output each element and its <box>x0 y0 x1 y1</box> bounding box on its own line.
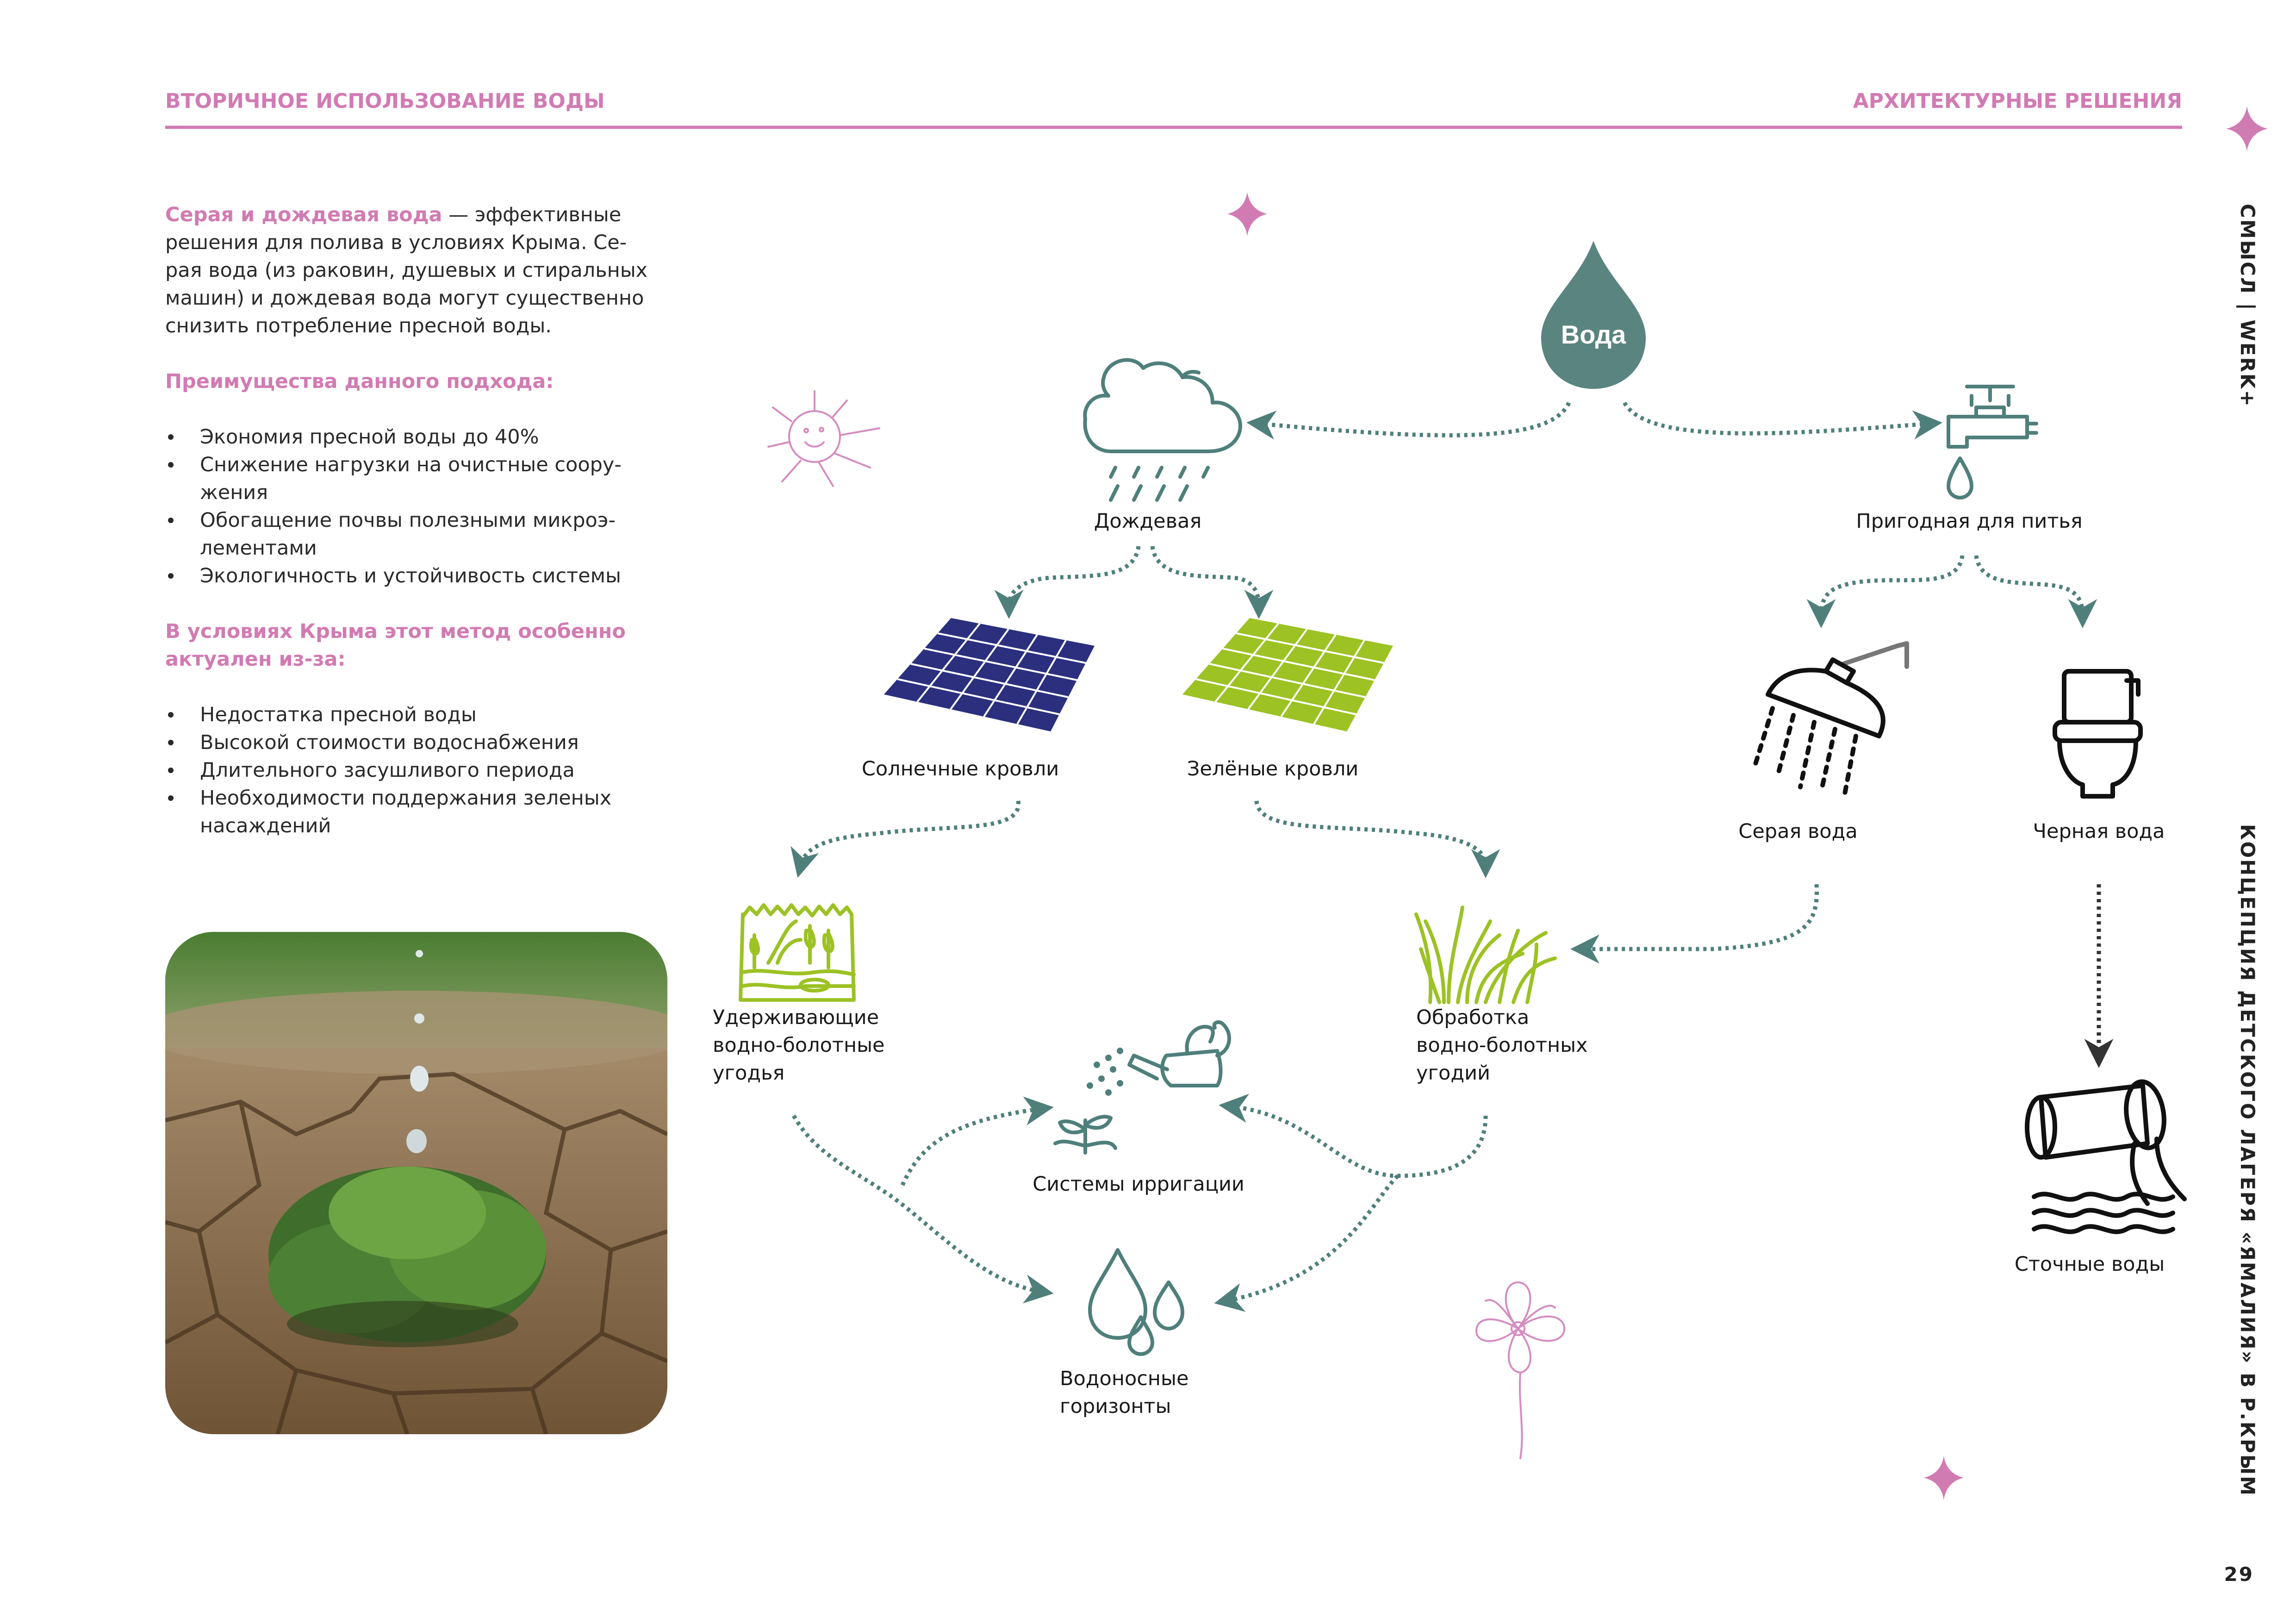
treatment-wetlands-label: угодий <box>1416 1062 1490 1085</box>
retention-wetlands-label: водно-болотные <box>713 1034 885 1057</box>
intro-lead: Серая и дождевая вода <box>165 203 442 226</box>
list-item: Обогащение почвы полезными микроэ- <box>200 509 616 532</box>
sewage-label: Сточные воды <box>2015 1253 2165 1276</box>
intro-paragraph: Серая и дождевая вода — эффективные реше… <box>165 203 647 337</box>
aquifers-label: Водоносные <box>1060 1367 1188 1390</box>
bullet <box>168 768 174 773</box>
page-number: 29 <box>2224 1563 2254 1586</box>
bullet <box>168 740 174 745</box>
sewage-pipe-icon <box>2025 1079 2187 1234</box>
faucet-icon <box>1947 385 2038 500</box>
bullet <box>168 434 174 440</box>
header-section-title: ВТОРИЧНОЕ ИСПОЛЬЗОВАНИЕ ВОДЫ <box>165 89 605 113</box>
advantages-list: Экономия пресной воды до 40% Снижение на… <box>168 425 622 587</box>
watering-can-icon <box>1053 1020 1231 1155</box>
list-item: насаждений <box>200 814 331 837</box>
intro-line: снизить потребление пресной воды. <box>165 314 552 337</box>
relevance-list: Недостатка пресной воды Высокой стоимост… <box>168 703 611 837</box>
flower-doodle <box>1475 1281 1565 1459</box>
bullet <box>168 795 174 801</box>
aquifers-label: горизонты <box>1060 1395 1171 1418</box>
bullet <box>168 712 174 718</box>
grey-water-label: Серая вода <box>1738 820 1857 843</box>
bullet <box>168 462 174 468</box>
bullet <box>168 573 174 579</box>
list-item: Снижение нагрузки на очистные соору- <box>200 453 622 476</box>
intro-line: рая вода (из раковин, душевых и стиральн… <box>165 259 647 282</box>
black-water-label: Черная вода <box>2033 820 2165 843</box>
sparkle-icon <box>1924 1456 1964 1500</box>
solar-roofs-label: Солнечные кровли <box>862 757 1059 781</box>
irrigation-label: Системы ирригации <box>1033 1173 1244 1196</box>
list-item: Длительного засушливого периода <box>200 759 575 782</box>
grass-icon <box>1414 906 1557 1004</box>
sparkle-icon <box>1227 192 1267 236</box>
wetland-icon <box>739 903 856 1002</box>
list-item: Недостатка пресной воды <box>200 703 477 726</box>
sparkle-icon <box>2226 106 2268 151</box>
rain-water-label: Дождевая <box>1094 510 1201 533</box>
intro-line: решения для полива в условиях Крыма. Се- <box>165 231 627 254</box>
bullet <box>168 518 174 523</box>
water-drop-node: Вода <box>1541 241 1646 389</box>
intro-line: машин) и дождевая вода могут существенно <box>165 287 644 310</box>
root-label: Вода <box>1561 320 1626 349</box>
treatment-wetlands-label: Обработка <box>1416 1006 1529 1029</box>
retention-wetlands-label: угодья <box>713 1062 784 1085</box>
potable-water-label: Пригодная для питья <box>1856 510 2082 533</box>
intro-line-1: — эффективные <box>442 203 621 226</box>
green-roof-icon <box>1182 618 1393 731</box>
list-item: Высокой стоимости водоснабжения <box>200 731 579 754</box>
advantages-title: Преимущества данного подхода: <box>165 370 554 393</box>
relevance-title: В условиях Крыма этот метод особенно <box>165 620 626 643</box>
sun-doodle <box>767 390 880 487</box>
green-roofs-label: Зелёные кровли <box>1187 757 1359 781</box>
cracked-soil-photo <box>165 932 667 1434</box>
treatment-wetlands-label: водно-болотных <box>1416 1034 1588 1057</box>
retention-wetlands-label: Удерживающие <box>713 1006 879 1029</box>
svg-text:Серая и дождевая вода — эффект: Серая и дождевая вода — эффективные <box>165 203 621 226</box>
header-chapter-title: АРХИТЕКТУРНЫЕ РЕШЕНИЯ <box>1853 89 2182 113</box>
list-item: лементами <box>200 537 317 560</box>
shower-icon <box>1752 641 1909 799</box>
solar-roof-icon <box>884 618 1095 731</box>
toilet-icon <box>2053 669 2143 799</box>
sidebar-brand: СМЫСЛ | WERK+ <box>2236 204 2259 408</box>
list-item: Необходимости поддержания зеленых <box>200 787 611 810</box>
list-item: Экологичность и устойчивость системы <box>200 564 621 587</box>
water-drops-icon <box>1088 1248 1184 1356</box>
relevance-title: актуален из-за: <box>165 648 346 671</box>
list-item: Экономия пресной воды до 40% <box>200 425 539 449</box>
list-item: жения <box>200 481 268 504</box>
rain-cloud-icon <box>1083 358 1242 502</box>
flow-arrows <box>790 401 2114 1312</box>
sidebar-project-title: КОНЦЕПЦИЯ ДЕТСКОГО ЛАГЕРЯ «ЯМАЛИЯ» В Р.К… <box>2236 824 2259 1497</box>
